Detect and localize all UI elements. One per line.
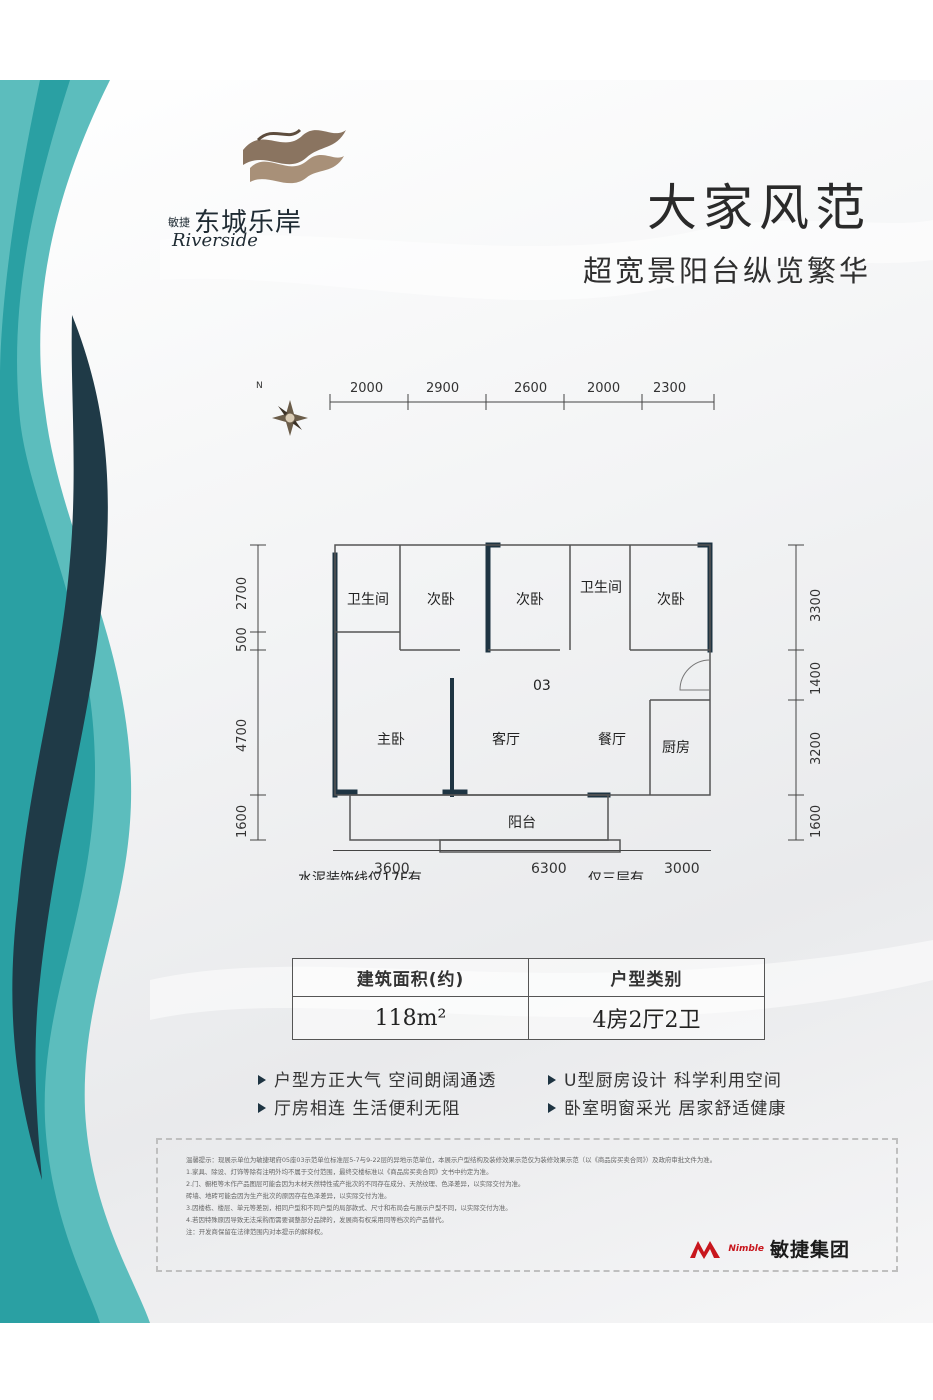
unit-number: 03 xyxy=(533,678,551,694)
type-label: 户型类别 xyxy=(528,958,765,997)
bullet-arrow-icon xyxy=(548,1075,556,1085)
notice-line: 砖墙、地砖可能会因为生产批次的原因存在色泽差异，以实际交付为准。 xyxy=(186,1192,391,1200)
walls xyxy=(332,542,713,798)
dim-left-1: 2700 xyxy=(235,577,250,610)
dim-top-3: 2600 xyxy=(514,381,547,396)
dim-bottom-3: 3000 xyxy=(664,861,700,877)
type-value: 4房2厅2卫 xyxy=(528,996,765,1040)
feature-item: U型厨房设计 科学利用空间 xyxy=(548,1066,782,1091)
dim-left-2: 500 xyxy=(235,627,250,652)
headline: 大家风范 xyxy=(647,179,871,237)
svg-text:N: N xyxy=(256,381,263,391)
feature-text: U型厨房设计 科学利用空间 xyxy=(564,1071,782,1091)
partitions xyxy=(334,544,711,853)
compass-icon: N xyxy=(256,381,308,436)
project-logo: 敏捷 东城乐岸 Riverside xyxy=(168,120,358,251)
subheadline: 超宽景阳台纵览繁华 xyxy=(582,254,871,288)
brand-name-en: Nimble xyxy=(728,1243,764,1254)
notice-line: 4.若因特殊原因导致无法采购而需要调整部分品牌的，发展商有权采用同等档次的产品替… xyxy=(186,1216,448,1224)
note-third-floor: 仅三层有 xyxy=(588,871,644,880)
dim-right-3: 3200 xyxy=(809,732,824,765)
brand-name-cn: 敏捷集团 xyxy=(769,1239,850,1261)
right-dimensions xyxy=(788,544,804,841)
bullet-arrow-icon xyxy=(258,1103,266,1113)
logo-name-en: Riverside xyxy=(172,230,258,251)
feature-item: 户型方正大气 空间朗阔通透 xyxy=(258,1066,496,1091)
nimble-logo-icon xyxy=(690,1240,721,1259)
room-bathroom-2: 卫生间 xyxy=(580,580,622,596)
dim-top-1: 2000 xyxy=(350,381,383,396)
bullet-arrow-icon xyxy=(258,1075,266,1085)
room-bathroom-1: 卫生间 xyxy=(347,592,389,608)
dim-left-3: 4700 xyxy=(235,719,250,752)
top-dimensions xyxy=(329,394,715,410)
dim-bottom-line xyxy=(333,850,711,851)
notice-line: 2.门、橱柜等木作产品图层可能会因为木材天然特性或产批次的不同存在成分、天然纹理… xyxy=(186,1180,525,1188)
left-dimensions xyxy=(250,544,266,841)
room-dining: 餐厅 xyxy=(598,732,626,748)
room-bedroom-2a: 次卧 xyxy=(427,592,455,608)
room-balcony: 阳台 xyxy=(508,815,536,831)
floorplan-sheet: 敏捷 东城乐岸 Riverside 大家风范 超宽景阳台纵览繁华 N 2000 … xyxy=(0,80,933,1323)
room-kitchen: 厨房 xyxy=(662,740,690,756)
room-bedroom-2b: 次卧 xyxy=(516,592,544,608)
bullet-arrow-icon xyxy=(548,1103,556,1113)
notice-line: 温馨提示：现展示单位为敏捷珺府05座03示范单位标准层5-7与9-22层的异地示… xyxy=(186,1156,717,1164)
room-living: 客厅 xyxy=(492,731,520,748)
spec-table: 建筑面积(约) 户型类别 118m² 4房2厅2卫 xyxy=(292,958,765,1040)
dim-top-2: 2900 xyxy=(426,381,459,396)
logo-name-cn: 东城乐岸 xyxy=(194,208,303,238)
dim-bottom-1: 3600 xyxy=(374,861,410,877)
dim-bottom-2: 6300 xyxy=(531,861,567,877)
logo-brand-small: 敏捷 xyxy=(168,216,190,229)
notice-line: 注：开发商保留在法律范围内对本提示的解释权。 xyxy=(186,1228,327,1236)
notice-line: 3.因楼栋、楼层、单元等差别，相同户型和不同户型的局部款式、尺寸和布局会与展示户… xyxy=(186,1204,512,1212)
feature-item: 卧室明窗采光 居家舒适健康 xyxy=(548,1094,786,1119)
feature-text: 卧室明窗采光 居家舒适健康 xyxy=(564,1099,787,1119)
brand-logo: Nimble 敏捷集团 xyxy=(688,1235,850,1262)
feature-item: 厅房相连 生活便利无阻 xyxy=(258,1094,460,1119)
note-cement-line: 水泥装饰线仅17F有 xyxy=(298,871,422,880)
dim-right-2: 1400 xyxy=(809,662,824,695)
dim-left-4: 1600 xyxy=(235,805,250,838)
room-master-bedroom: 主卧 xyxy=(377,732,405,748)
notice-line: 1.家具、除设、灯饰等除有注明外均不属于交付范围，最终交楼标准以《商品房买卖合同… xyxy=(186,1168,493,1176)
area-label: 建筑面积(约) xyxy=(292,958,529,997)
feature-text: 厅房相连 生活便利无阻 xyxy=(274,1099,461,1119)
area-value: 118m² xyxy=(292,996,529,1040)
room-bedroom-2c: 次卧 xyxy=(657,592,685,608)
dim-top-5: 2300 xyxy=(653,381,686,396)
wave-emblem-icon xyxy=(243,128,346,184)
notice-box: 温馨提示：现展示单位为敏捷珺府05座03示范单位标准层5-7与9-22层的异地示… xyxy=(156,1138,898,1272)
dim-right-1: 3300 xyxy=(809,589,824,622)
floor-plan: N 2000 2900 2600 2000 2300 2700 500 4700… xyxy=(235,381,824,880)
feature-text: 户型方正大气 空间朗阔通透 xyxy=(274,1071,497,1091)
dim-right-4: 1600 xyxy=(809,805,824,838)
dim-top-4: 2000 xyxy=(587,381,620,396)
